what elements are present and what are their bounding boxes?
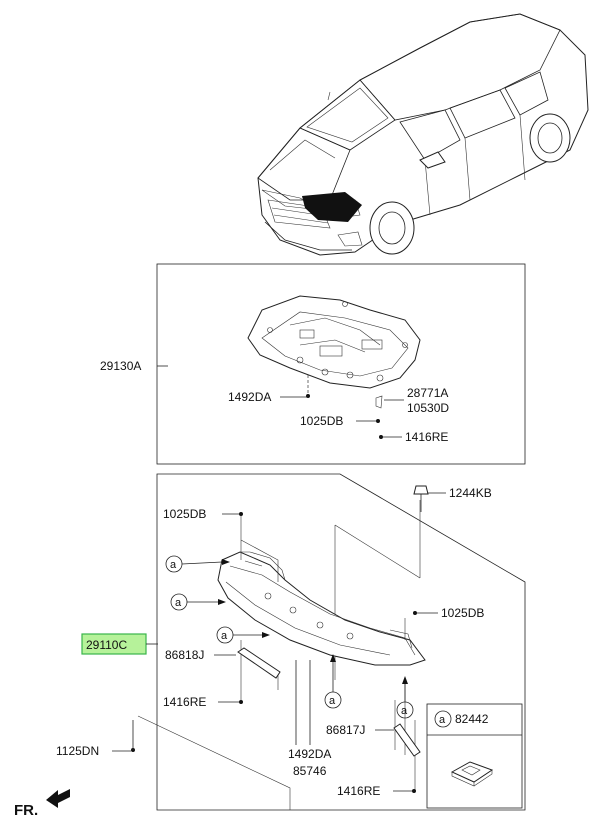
label-28771A: 28771A [407,386,448,400]
label-1025DB-left: 1025DB [163,507,206,521]
callout-a-5: a [396,676,414,719]
label-1416RE-top: 1416RE [405,430,448,444]
front-under-cover [217,551,426,666]
label-1244KB: 1244KB [449,486,492,500]
label-29130A: 29130A [100,359,141,373]
svg-text:a: a [170,559,177,571]
label-29110C[interactable]: 29110C [86,638,127,652]
front-direction-indicator: FR. [14,789,70,819]
label-86817J: 86817J [326,723,365,737]
label-10530D: 10530D [407,401,449,415]
label-1416RE-bottom: 1416RE [337,784,380,798]
svg-text:a: a [221,630,228,642]
callout-a-3: a [216,626,270,644]
label-1025DB-top: 1025DB [300,414,343,428]
assembly-box-29110C [156,473,526,811]
svg-text:a: a [329,695,336,707]
label-1492DA-bottom: 1492DA [288,747,331,761]
label-85746: 85746 [293,764,327,778]
under-cover-highlight [302,192,362,222]
svg-text:a: a [401,705,408,717]
label-1025DB-right: 1025DB [441,606,484,620]
label-82442: 82442 [455,712,489,726]
bracket-86817J [393,723,421,757]
callout-a-4: a [324,654,342,709]
label-86818J: 86818J [165,648,204,662]
label-1125DN: 1125DN [56,744,99,758]
label-1416RE-left: 1416RE [163,695,206,709]
label-fr: FR. [14,802,38,819]
assembly-box-29130A [156,263,526,465]
car-illustration [257,13,589,256]
svg-text:a: a [439,714,446,726]
inset-82442: a 82442 [426,703,523,809]
bolt-1244KB [413,485,429,512]
upper-under-cover [247,295,421,389]
callout-a-1: a [165,555,230,573]
callout-a-2: a [170,593,226,611]
label-1492DA-top: 1492DA [228,390,271,404]
bracket-86818J [237,647,281,679]
svg-text:a: a [175,597,182,609]
